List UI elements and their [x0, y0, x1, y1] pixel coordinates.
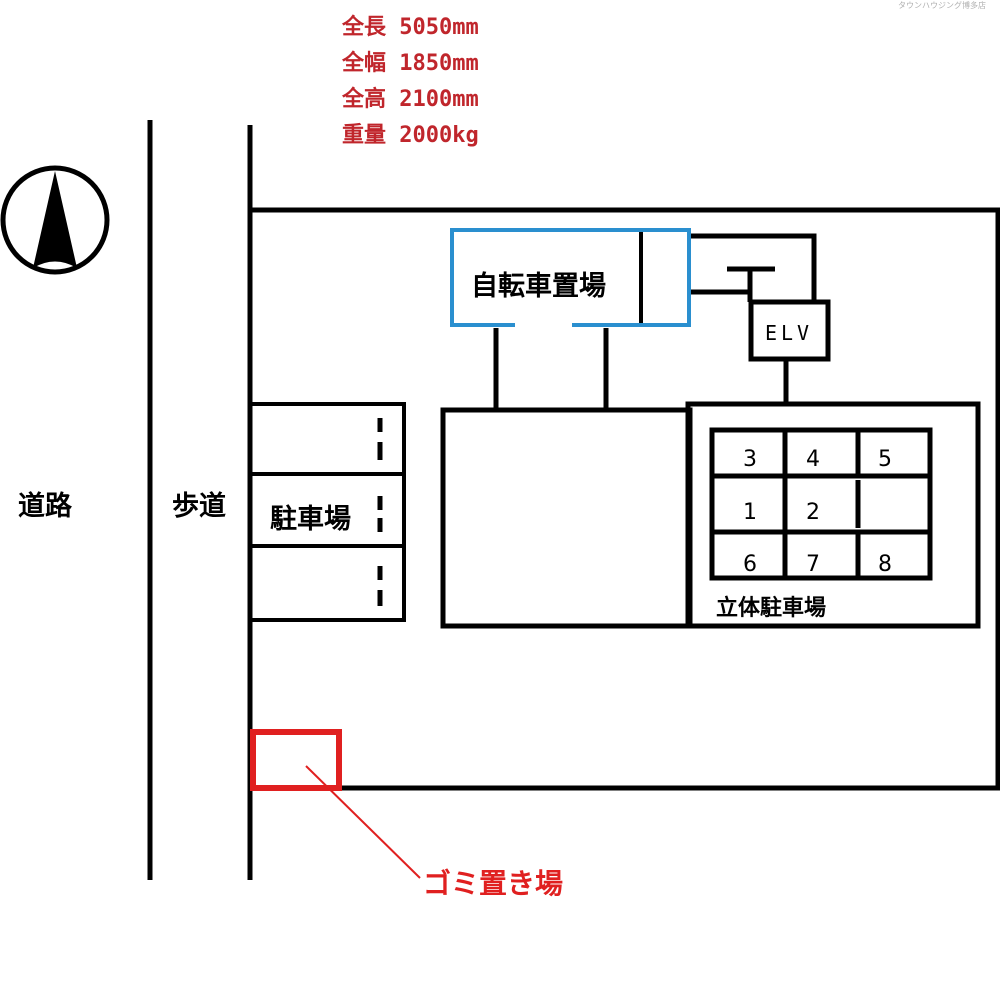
slot-number: 3 [743, 447, 757, 472]
multilevel-parking-label: 立体駐車場 [716, 595, 826, 621]
bicycle-parking-area: 自転車置場 [450, 228, 691, 327]
elevator-box: ELV [748, 299, 831, 362]
property-boundary [247, 207, 1000, 791]
bicycle-parking-label: 自転車置場 [471, 270, 606, 302]
road-label: 道路 [18, 490, 73, 522]
slot-number: 6 [743, 552, 757, 577]
slot-number: 4 [806, 447, 820, 472]
elevator-label: ELV [765, 321, 813, 345]
spec-width: 全幅 1850mm [341, 50, 479, 76]
garbage-pointer-line [305, 765, 421, 879]
parking-slot-numbers: 3 4 5 1 2 6 7 8 [743, 447, 892, 577]
building-outline [440, 407, 693, 629]
parking-label: 駐車場 [270, 504, 351, 535]
slot-number: 8 [878, 552, 892, 577]
spec-height: 全高 2100mm [341, 86, 479, 112]
surface-parking-area [252, 402, 406, 622]
slot-number: 1 [743, 500, 757, 525]
multilevel-parking-outline [685, 401, 981, 629]
spec-weight: 重量 2000kg [342, 123, 479, 148]
sidewalk-label: 歩道 [172, 490, 226, 522]
garbage-area-label: ゴミ置き場 [423, 867, 563, 900]
parking-grid [709, 427, 933, 581]
slot-number: 7 [806, 552, 820, 577]
vehicle-spec-block: 全長 5050mm 全幅 1850mm 全高 2100mm 重量 2000kg [341, 14, 479, 148]
spec-length: 全長 5050mm [341, 14, 479, 40]
slot-number: 5 [878, 447, 892, 472]
watermark-text: タウンハウジング博多店 [898, 0, 986, 10]
garbage-area-box [250, 729, 342, 791]
north-arrow-icon [0, 165, 110, 275]
slot-number: 2 [806, 500, 820, 525]
